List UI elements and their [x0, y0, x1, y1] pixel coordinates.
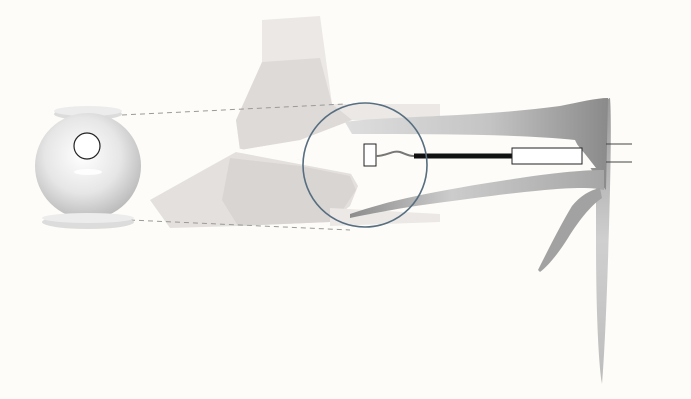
magnifier-circle-icon — [302, 102, 428, 228]
probe-icon — [363, 143, 583, 167]
speculum-instrument-icon — [345, 98, 632, 384]
projection-lines — [121, 103, 351, 231]
tissue-section-icon — [150, 16, 440, 228]
ball-icon — [35, 106, 141, 229]
